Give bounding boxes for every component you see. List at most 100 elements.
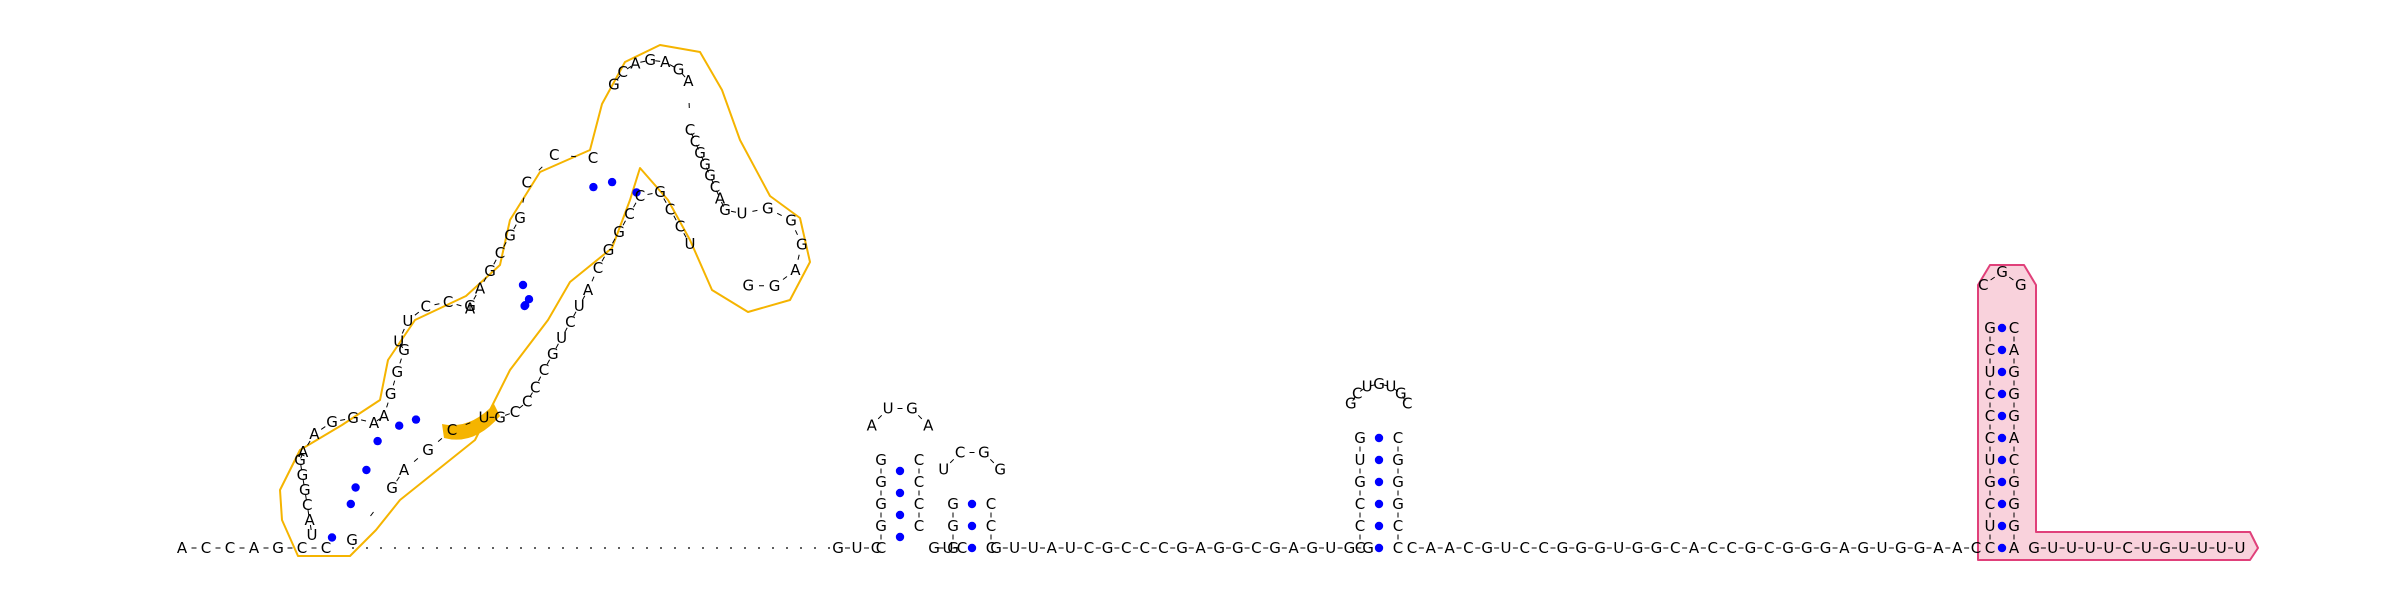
domain-1-right-arm-nt: G	[422, 441, 434, 459]
five-prime-tail-nt: C	[225, 539, 235, 557]
linker-d-nt: C	[1764, 539, 1774, 557]
domain-1-left-arm-nt: U	[307, 526, 318, 544]
backbone-bond	[683, 232, 687, 238]
backbone-bond	[711, 178, 714, 184]
backbone-bond	[360, 419, 367, 422]
domain-1-apical-loop-nt: G	[694, 144, 706, 162]
hairpin-3-stem-3p-nt: C	[986, 517, 996, 535]
backbone-bond	[949, 458, 955, 464]
domain-1-left-arm-nt: G	[504, 227, 516, 245]
domain-1-left-arm-nt: U	[393, 333, 404, 351]
linker-c-nt: G	[1306, 539, 1318, 557]
hairpin-3-stem-5p-nt: G	[947, 495, 959, 513]
base-pair-dot	[521, 301, 530, 310]
hairpin-5-stem-3p-nt: A	[2009, 341, 2020, 359]
hairpin-2-stem-5p-nt: G	[875, 451, 887, 469]
linker-d-nt: U	[1877, 539, 1888, 557]
linker-d-nt: C	[1463, 539, 1473, 557]
domain-1-right-arm-nt: A	[399, 461, 410, 479]
backbone-bond	[473, 294, 477, 300]
linker-c-nt: G	[1102, 539, 1114, 557]
hairpin-3-stem-3p-nt: C	[986, 539, 996, 557]
linker-d-nt: A	[1426, 539, 1437, 557]
backbone-bond	[309, 524, 312, 531]
linker-d-nt: G	[1914, 539, 1926, 557]
hairpin-5-stem-3p-nt: G	[2008, 363, 2020, 381]
linker-c-nt: G	[1269, 539, 1281, 557]
hairpin-2-stem-3p-nt: C	[914, 451, 924, 469]
backbone-bond	[706, 167, 709, 173]
backbone-bond	[752, 209, 758, 212]
backbone-bond	[1393, 388, 1399, 392]
hairpin-3-stem-5p-nt: G	[947, 539, 959, 557]
domain-2-outline	[1977, 264, 2259, 561]
linker-d-nt: A	[1952, 539, 1963, 557]
backbone-bond	[1402, 396, 1406, 401]
hairpin-2-stem-5p-nt: G	[875, 517, 887, 535]
domain-1-right-arm-nt: G	[494, 408, 506, 426]
domain-1-left-arm-nt: A	[465, 299, 476, 317]
domain-1-right-arm-nt: U	[574, 297, 585, 315]
hairpin-5-stem-3p-nt: G	[2008, 495, 2020, 513]
base-pair-dot	[346, 499, 355, 509]
domain-1-left-arm-nt: G	[299, 481, 311, 499]
three-prime-tail-nt: U	[2178, 539, 2189, 557]
linker-d-nt: G	[1745, 539, 1757, 557]
linker-c-nt: U	[1009, 539, 1020, 557]
three-prime-tail-nt: U	[2235, 539, 2246, 557]
backbone-bond	[1359, 388, 1365, 392]
backbone-bond	[503, 241, 507, 247]
domain-1-highlight	[442, 404, 500, 440]
linker-d-nt: C	[1708, 539, 1718, 557]
hairpin-5-stem-3p-nt: G	[2008, 407, 2020, 425]
backbone-bond	[782, 276, 788, 280]
linker-d-nt: G	[1594, 539, 1606, 557]
hairpin-2-stem-5p-nt: G	[875, 495, 887, 513]
five-prime-tail-nt: C	[297, 539, 307, 557]
domain-1-right-arm-nt: C	[510, 403, 520, 421]
backbone-bond	[307, 509, 310, 516]
domain-1-left-arm-nt: U	[402, 312, 413, 330]
hairpin-5-stem-3p-nt: C	[2009, 451, 2019, 469]
hairpin-4-stem-5p-nt: G	[1354, 473, 1366, 491]
hairpin-4-loop-nt: U	[1362, 378, 1373, 396]
backbone-bond	[989, 458, 995, 464]
domain-1-right-arm-nt: G	[654, 183, 666, 201]
base-pair-dot	[1374, 433, 1384, 443]
domain-1-right-arm-nt: G	[603, 241, 615, 259]
backbone-bond	[483, 277, 487, 283]
domain-1-apical-loop-nt: U	[737, 204, 748, 222]
hairpin-4-stem-3p-nt: C	[1393, 539, 1403, 557]
domain-1-left-arm-nt: G	[326, 413, 338, 431]
hairpin-5-stem-5p-nt: G	[1984, 319, 1996, 337]
domain-1-left-arm-nt: C	[420, 298, 430, 316]
hairpin-4-stem-5p-nt: G	[1354, 429, 1366, 447]
domain-outlines	[279, 44, 2259, 561]
backbone-bond	[529, 392, 533, 398]
backbone-bond	[626, 65, 632, 70]
three-prime-tail-nt: U	[2066, 539, 2077, 557]
linker-c-nt: U	[1325, 539, 1336, 557]
backbone-bond	[465, 422, 471, 426]
linker-b-nt: C	[957, 539, 967, 557]
backbone-bond	[546, 359, 551, 365]
hairpin-2-loop-nt: U	[883, 400, 894, 418]
linker-d-nt: G	[1857, 539, 1869, 557]
backbone-bond	[696, 144, 699, 150]
backbone-bond	[399, 358, 402, 364]
backbone-bond	[413, 458, 419, 462]
domain-1-right-arm-nt: C	[593, 259, 603, 277]
three-prime-tail-nt: U	[2141, 539, 2152, 557]
domain-1-left-arm-nt: G	[514, 209, 526, 227]
linker-c-nt: G	[1362, 539, 1374, 557]
base-pair-dot	[967, 521, 977, 531]
linker-c-nt: C	[1140, 539, 1150, 557]
hairpin-5-stem-3p-nt: G	[2008, 517, 2020, 535]
domain-1-left-arm-nt: G	[398, 341, 410, 359]
linker-d-nt: C	[1726, 539, 1736, 557]
base-pair-dot	[327, 533, 337, 542]
backbone-bond	[376, 417, 382, 422]
linker-d-nt: C	[1670, 539, 1680, 557]
